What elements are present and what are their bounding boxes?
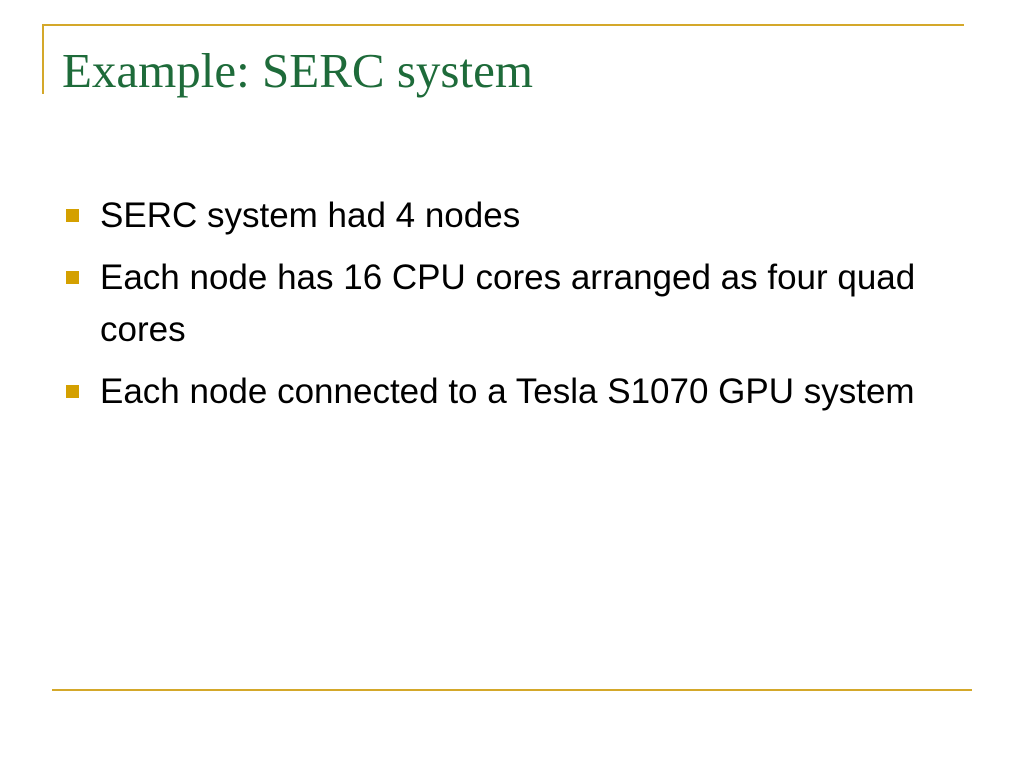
bullet-item: Each node has 16 CPU cores arranged as f…	[62, 252, 962, 356]
frame-left-rule	[42, 24, 44, 94]
slide-title: Example: SERC system	[62, 43, 533, 98]
footer-rule	[52, 689, 972, 691]
square-bullet-icon	[66, 209, 79, 222]
bullet-item: SERC system had 4 nodes	[62, 190, 962, 242]
bullet-text: Each node connected to a Tesla S1070 GPU…	[100, 372, 915, 411]
frame-top-rule	[42, 24, 964, 26]
bullet-list: SERC system had 4 nodes Each node has 16…	[62, 190, 962, 428]
bullet-text: Each node has 16 CPU cores arranged as f…	[100, 258, 916, 349]
bullet-text: SERC system had 4 nodes	[100, 196, 521, 235]
square-bullet-icon	[66, 271, 79, 284]
square-bullet-icon	[66, 385, 79, 398]
bullet-item: Each node connected to a Tesla S1070 GPU…	[62, 366, 962, 418]
